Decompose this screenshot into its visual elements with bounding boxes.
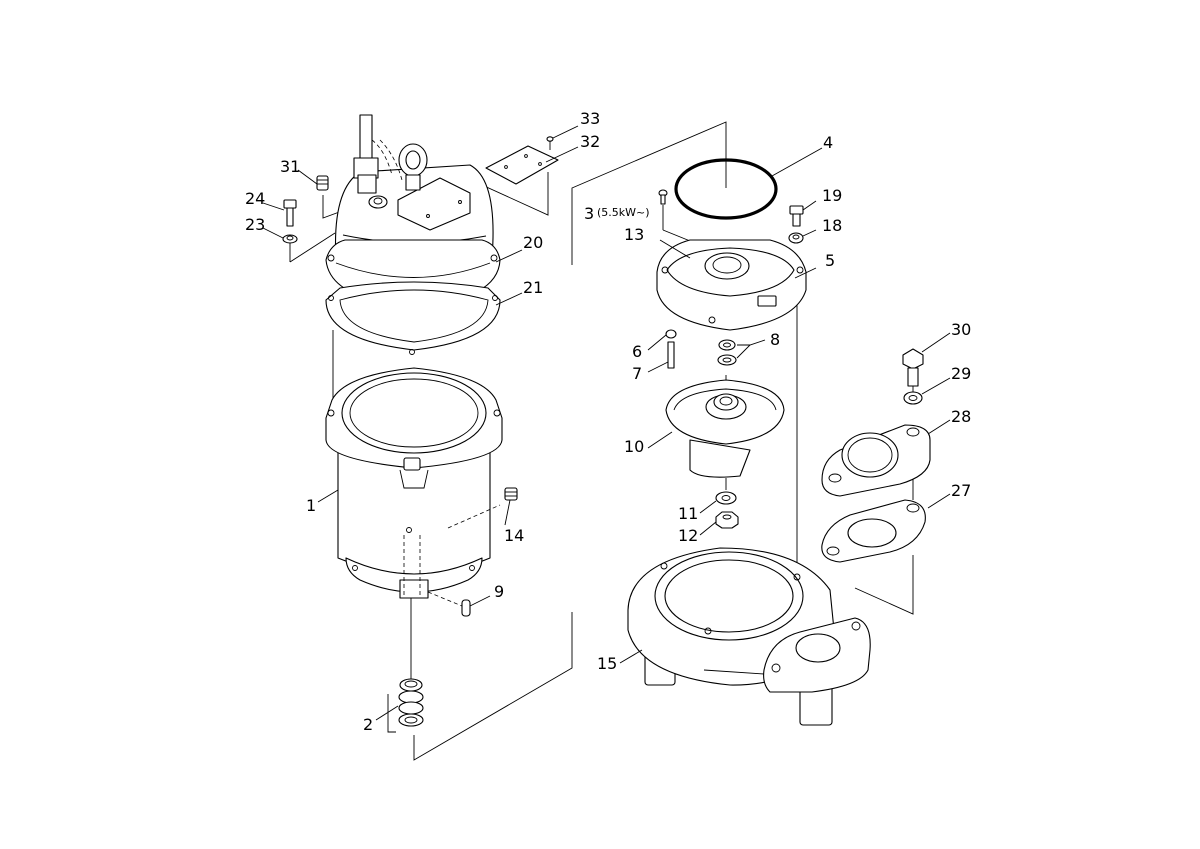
- callout-14: 14: [504, 526, 524, 545]
- callout-11: 11: [678, 504, 698, 523]
- callout-4: 4: [823, 133, 833, 152]
- pump-fasteners: [658, 189, 804, 529]
- left-fasteners: [282, 136, 559, 617]
- impeller: [665, 379, 785, 478]
- callout-9: 9: [494, 582, 504, 601]
- callout-15: 15: [597, 654, 617, 673]
- callout-5: 5: [825, 251, 835, 270]
- callout-23: 23: [245, 215, 265, 234]
- callout-24: 24: [245, 189, 265, 208]
- pump-casing: [627, 547, 871, 726]
- callout-32: 32: [580, 132, 600, 151]
- callout-6: 6: [632, 342, 642, 361]
- callout-3-note: (5.5kW~): [597, 206, 650, 219]
- callout-31: 31: [280, 157, 300, 176]
- callout-21: 21: [523, 278, 543, 297]
- callout-28: 28: [951, 407, 971, 426]
- callout-3: 3: [584, 204, 594, 223]
- callout-18: 18: [822, 216, 842, 235]
- callout-20: 20: [523, 233, 543, 252]
- callout-7: 7: [632, 364, 642, 383]
- o-ring: [674, 158, 778, 220]
- callout-27: 27: [951, 481, 971, 500]
- callout-8: 8: [770, 330, 780, 349]
- callout-10: 10: [624, 437, 644, 456]
- callout-1: 1: [306, 496, 316, 515]
- callout-2: 2: [363, 715, 373, 734]
- callout-labels: 33 32 4 19 18 3 (5.5kW~) 13 5 31 24 23 2…: [245, 109, 971, 734]
- cover-gasket: [325, 281, 501, 355]
- callout-30: 30: [951, 320, 971, 339]
- mechanical-seal: [387, 678, 424, 733]
- callout-19: 19: [822, 186, 842, 205]
- discharge-gasket: [821, 499, 926, 563]
- motor-frame: [325, 367, 503, 607]
- callout-33: 33: [580, 109, 600, 128]
- pump-bracket: [656, 239, 807, 331]
- leader-lines: [262, 125, 951, 721]
- callout-13: 13: [624, 225, 644, 244]
- motor-top-cover: [325, 114, 501, 309]
- callout-29: 29: [951, 364, 971, 383]
- callout-12: 12: [678, 526, 698, 545]
- flange-bolt: [902, 348, 924, 405]
- discharge-companion-flange: [821, 424, 931, 497]
